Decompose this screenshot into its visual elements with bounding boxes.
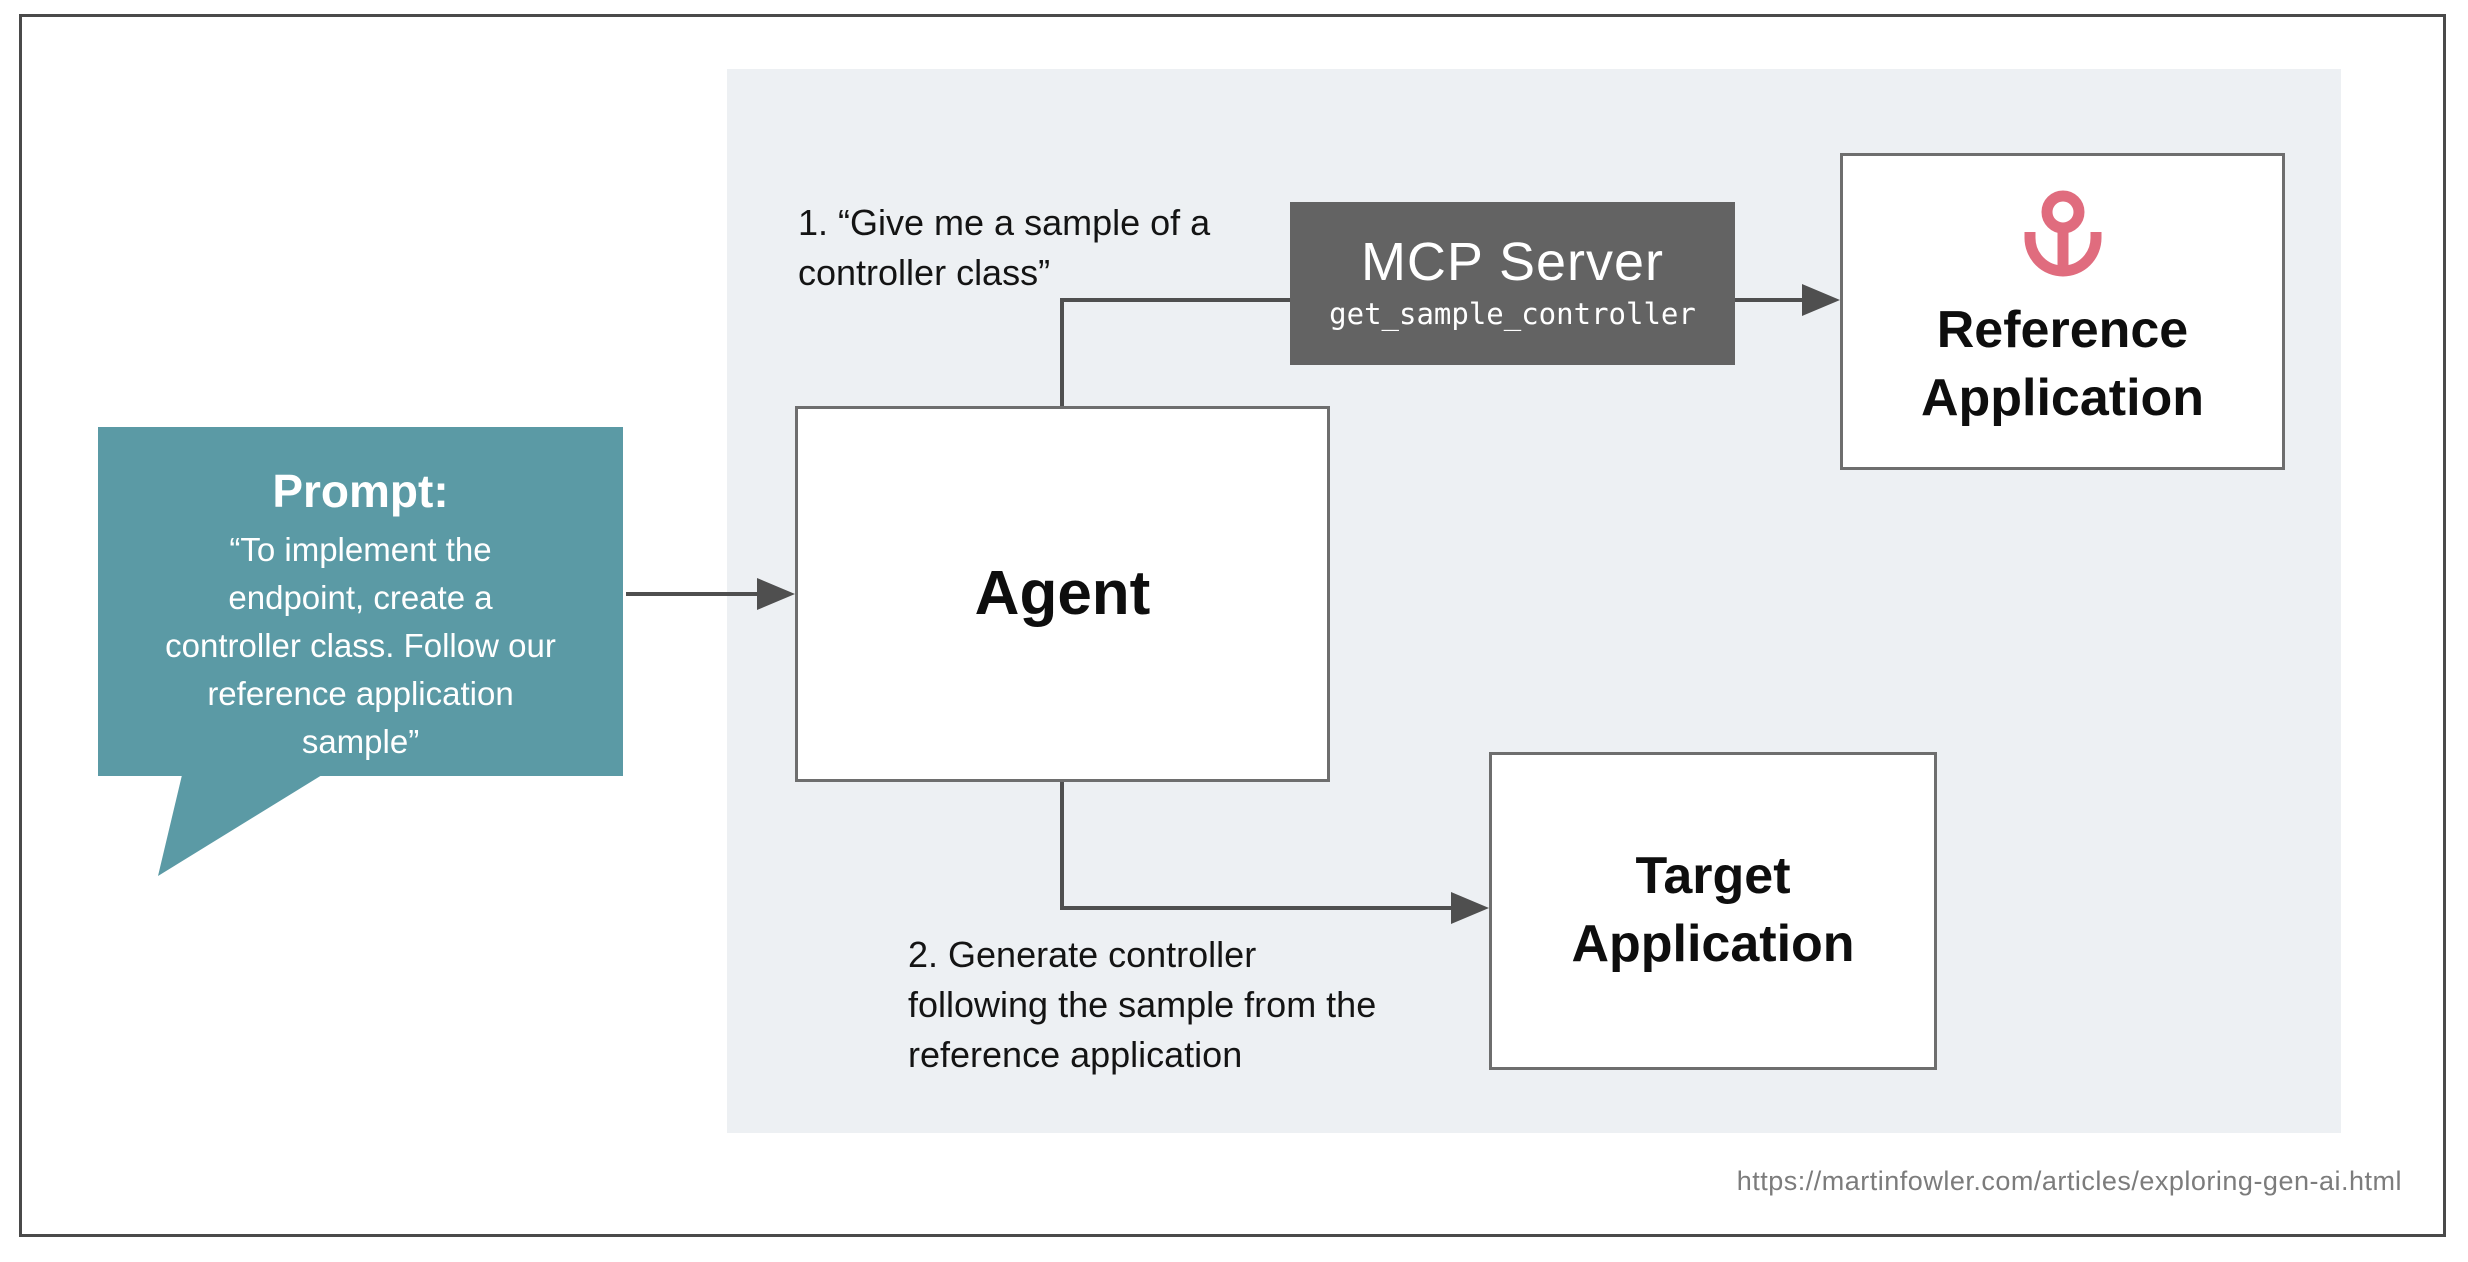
step1-annotation: 1. “Give me a sample of a controller cla… [798,198,1298,298]
step2-line: following the sample from the [908,984,1377,1025]
arrow-mcp-to-reference-head [1802,284,1840,316]
node-reference-application: Reference Application [1840,153,2285,470]
mcp-server-title: MCP Server [1360,231,1665,292]
node-target-application: Target Application [1489,752,1937,1070]
target-label-line: Application [1571,915,1855,973]
mcp-server-tool-name: get_sample_controller [1329,297,1696,332]
arrow-prompt-to-agent-head [757,578,795,610]
prompt-line: endpoint, create a [228,578,493,616]
prompt-line: “To implement the [229,530,492,568]
prompt-speech-bubble: Prompt: “To implement the endpoint, crea… [98,427,623,776]
anchor-icon [2021,190,2105,283]
step1-line: 1. “Give me a sample of a [798,202,1211,243]
source-url: https://martinfowler.com/articles/explor… [1736,1166,2402,1196]
node-mcp-server: MCP Server get_sample_controller [1290,202,1735,365]
step2-line: reference application [908,1034,1243,1075]
prompt-line: controller class. Follow our [165,626,556,664]
connector-agent-to-target [1060,782,1454,910]
agent-label: Agent [974,558,1151,628]
node-agent: Agent [795,406,1330,782]
arrow-agent-to-target-head [1451,892,1489,924]
prompt-title: Prompt: [272,465,449,517]
reference-label-line: Application [1920,369,2205,427]
step2-line: 2. Generate controller [908,934,1257,975]
prompt-line: sample” [301,722,420,760]
speech-bubble-tail [158,775,322,876]
step2-annotation: 2. Generate controller following the sam… [908,930,1448,1080]
reference-label-line: Reference [1936,301,2189,360]
target-label-line: Target [1635,847,1791,906]
prompt-body: “To implement the endpoint, create a con… [98,526,623,766]
step1-line: controller class” [798,252,1051,293]
connector-agent-to-mcp [1060,298,1290,406]
target-application-label: Target Application [1571,843,1854,978]
reference-application-label: Reference Application [1921,297,2204,432]
prompt-line: reference application [207,674,514,712]
